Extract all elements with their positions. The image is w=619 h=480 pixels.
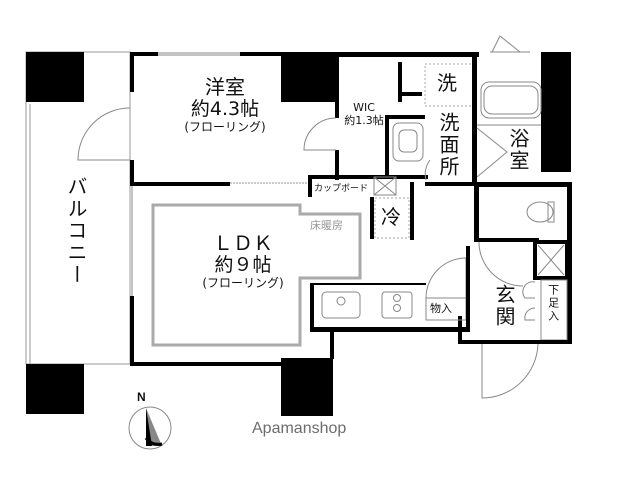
ldk-floor: (フローリング): [202, 275, 284, 290]
western-room-name: 洋室: [205, 75, 245, 99]
ldk-name: ＬＤＫ: [213, 231, 273, 255]
wic-size: 約1.3帖: [344, 113, 384, 127]
ldk-label: ＬＤＫ 約９帖 (フローリング): [188, 232, 298, 291]
western-room-label: 洋室 約4.3帖 (フローリング): [170, 76, 280, 135]
cupboard-label: カップボード: [314, 184, 369, 194]
entrance-label: 玄関: [492, 284, 516, 328]
balcony-label: バルコニー: [64, 176, 88, 286]
washroom-label: 洗面所: [436, 112, 460, 178]
brand-watermark: Apamanshop: [252, 420, 347, 437]
shoe-box-label: 下足入: [546, 284, 560, 323]
ldk-size: 約９帖: [214, 254, 272, 276]
bathroom-label: 浴室: [506, 128, 530, 172]
western-room-floor: (フローリング): [184, 119, 266, 134]
storage-label: 物入: [430, 302, 452, 315]
wic-name: WIC: [353, 101, 375, 114]
washer-label: 洗: [437, 71, 457, 95]
wic-label: WIC 約1.3帖: [336, 101, 392, 127]
floor-heating-label: 床暖房: [310, 219, 343, 232]
western-room-size: 約4.3帖: [190, 98, 260, 120]
compass-north-icon: N: [137, 390, 146, 404]
fridge-label: 冷: [381, 205, 401, 229]
